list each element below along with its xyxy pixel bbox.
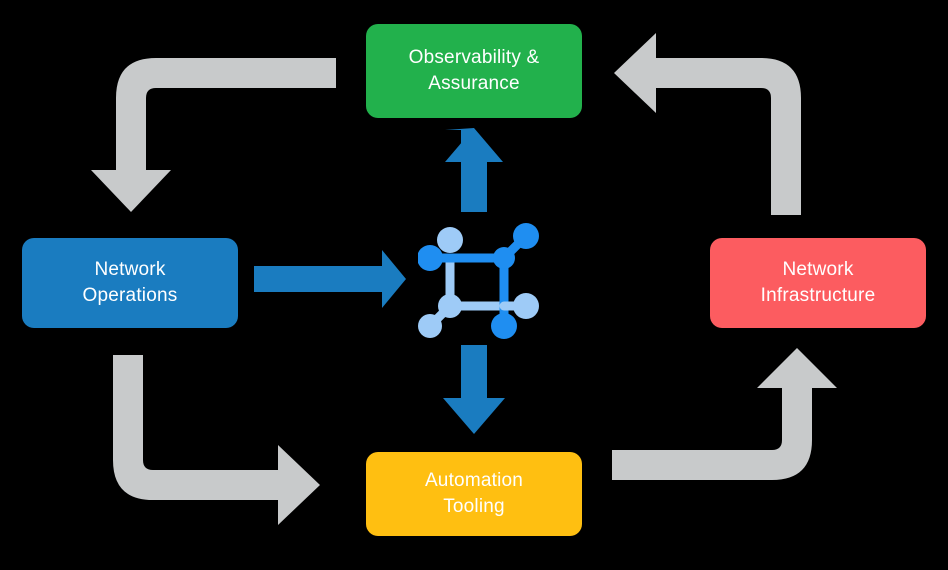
- node-label-line1: Observability &: [408, 47, 540, 69]
- node-label-line2: Tooling: [443, 496, 505, 517]
- node-label-network-infrastructure: Network Infrastructure: [761, 257, 876, 308]
- node-box-network-operations[interactable]: Network Operations: [22, 238, 238, 328]
- blue-arrow-center-to-observability: [445, 128, 503, 212]
- gray-arrow-observability-to-operations: [91, 58, 336, 212]
- node-label-network-operations: Network Operations: [83, 257, 178, 308]
- topology-nodes: [418, 223, 539, 339]
- node-label-observability: Observability & Assurance: [409, 45, 540, 96]
- node-box-automation-tooling[interactable]: Automation Tooling: [366, 452, 582, 536]
- node-label-line1: Automation: [424, 470, 524, 492]
- node-box-observability[interactable]: Observability & Assurance: [366, 24, 582, 118]
- blue-arrow-center-to-automation: [443, 345, 505, 434]
- node-label-automation-tooling: Automation Tooling: [425, 468, 523, 519]
- node-label-line2: Assurance: [428, 73, 520, 94]
- node-label-line2: Infrastructure: [760, 285, 876, 306]
- gray-arrow-operations-to-automation: [113, 355, 320, 525]
- node-box-network-infrastructure[interactable]: Network Infrastructure: [710, 238, 926, 328]
- network-topology-icon: [418, 223, 539, 339]
- blue-arrow-operations-to-center: [254, 250, 406, 308]
- node-label-line2: Operations: [82, 285, 178, 306]
- gray-arrow-infrastructure-to-observability: [614, 33, 801, 215]
- gray-arrow-automation-to-infrastructure: [612, 348, 837, 480]
- node-label-line1: Network: [782, 259, 854, 281]
- node-label-line1: Network: [94, 259, 166, 281]
